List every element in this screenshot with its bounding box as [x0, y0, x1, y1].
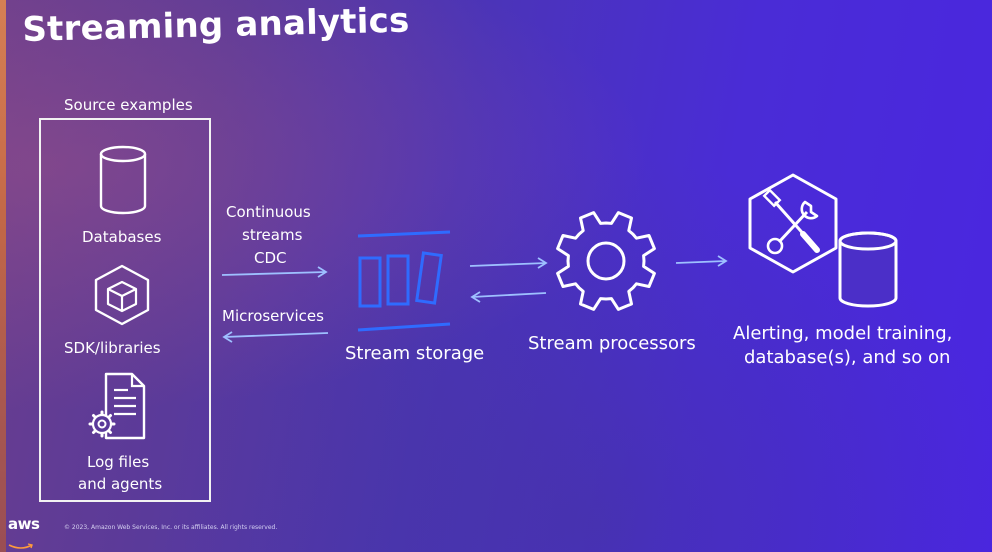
log-file-gear-icon: [88, 368, 150, 448]
destination-database-icon: [836, 231, 900, 314]
stream-processors-label: Stream processors: [528, 333, 696, 354]
arrow-right-into-storage: [221, 266, 330, 285]
destinations-label-line1: Alerting, model training,: [733, 323, 953, 344]
streams-label: streams: [242, 226, 303, 244]
gear-icon: [550, 205, 662, 321]
tools-hexagon-icon: [745, 172, 841, 280]
sdk-libraries-label: SDK/libraries: [64, 339, 161, 357]
stream-storage-label: Stream storage: [345, 343, 485, 364]
aws-logo: aws: [8, 515, 40, 533]
log-files-label-line1: Log files: [87, 453, 150, 471]
destinations-label-line2: database(s), and so on: [744, 347, 951, 368]
arrow-right-to-destinations: [675, 254, 730, 273]
aws-smile-icon: [8, 535, 34, 549]
source-examples-box: [39, 118, 211, 502]
slide-title: Streaming analytics: [22, 0, 410, 50]
database-icon: [98, 145, 148, 220]
slide-edge-accent: [0, 0, 6, 552]
cube-icon: [92, 264, 152, 330]
databases-label: Databases: [82, 228, 162, 246]
log-files-label-line2: and agents: [78, 475, 163, 493]
source-heading: Source examples: [64, 96, 193, 114]
microservices-label: Microservices: [222, 307, 324, 325]
continuous-label: Continuous: [226, 203, 311, 221]
stream-storage-icon: [354, 224, 454, 338]
arrow-left-to-source: [220, 328, 330, 347]
copyright-notice: © 2023, Amazon Web Services, Inc. or its…: [64, 524, 278, 531]
arrow-left-to-storage: [468, 288, 548, 307]
cdc-label: CDC: [254, 249, 287, 267]
arrow-right-to-processors: [469, 256, 550, 275]
